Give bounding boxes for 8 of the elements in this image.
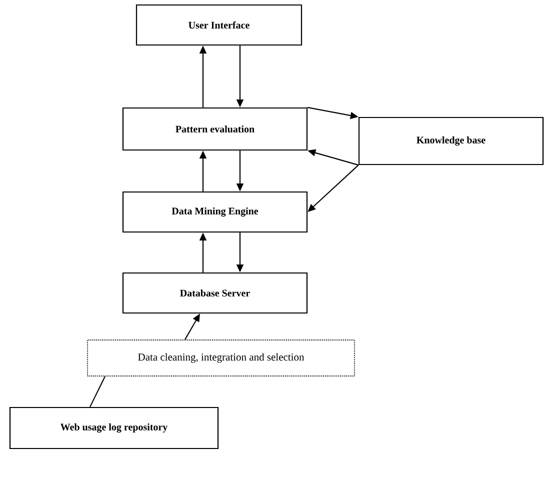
dotted-process-box: Data cleaning, integration and selection — [87, 340, 355, 376]
process-box: Pattern evaluation — [122, 107, 308, 151]
process-box: Data Mining Engine — [122, 191, 308, 233]
process-box: Database Server — [122, 272, 308, 314]
process-box: User Interface — [136, 4, 302, 46]
process-box: Web usage log repository — [9, 406, 219, 450]
process-box: Knowledge base — [358, 116, 544, 166]
connector-line — [90, 376, 106, 408]
